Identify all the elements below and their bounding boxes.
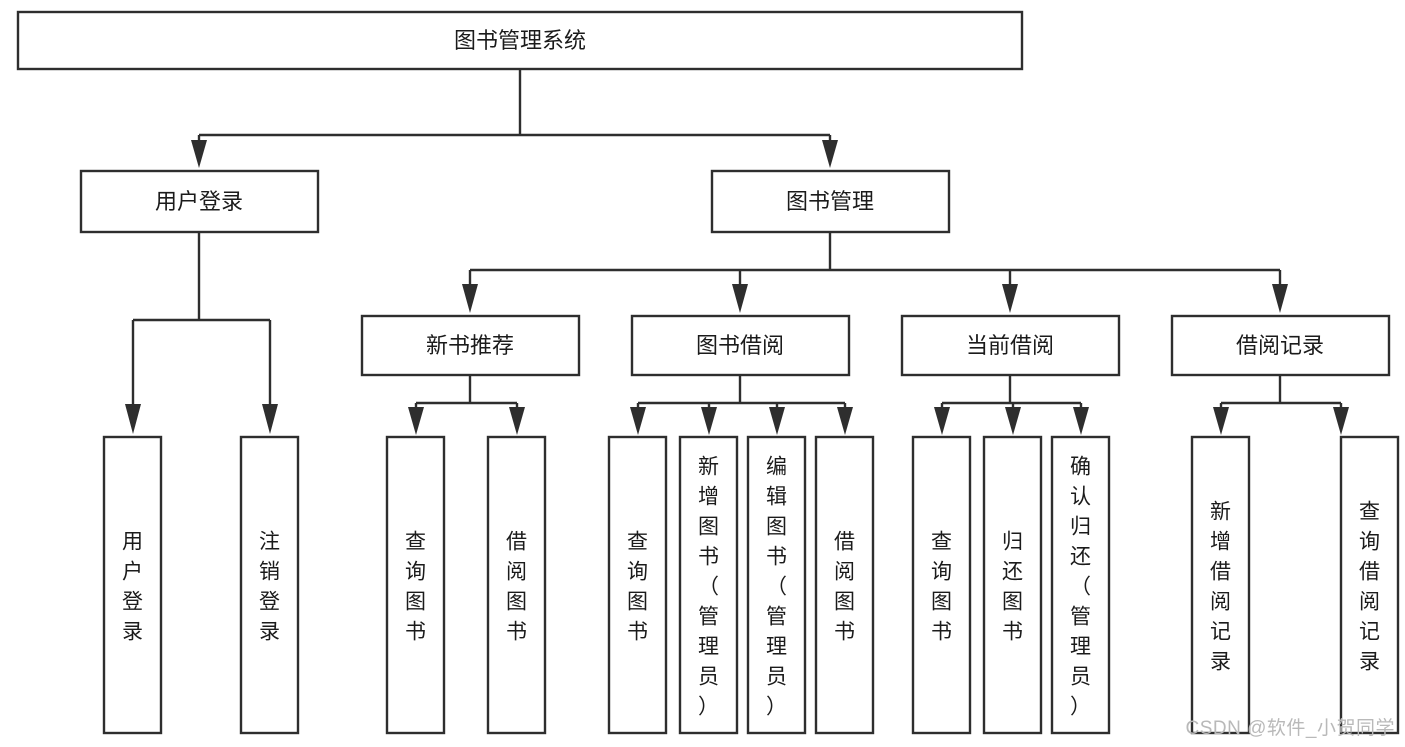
connector-group-root [191,69,838,168]
node-leaf-add-book-label: 新增图书（管理员） [698,455,719,718]
arrow-head-leaf-query-book-borrow [630,407,646,435]
arrow-head-leaf-confirm-return [1073,407,1089,435]
node-leaf-add-book-box[interactable] [678,435,739,735]
node-leaf-query-borrow-record-box[interactable] [1339,435,1400,735]
node-leaf-query-book-current[interactable]: 查询图书 [911,435,972,735]
node-borrow-record-box[interactable] [1170,314,1391,377]
node-leaf-borrow-book-recommend-box[interactable] [486,435,547,735]
arrow-head-user-login [191,140,207,168]
node-current-borrow[interactable]: 当前借阅 [900,314,1121,377]
arrow-head-leaf-return-book [1005,407,1021,435]
arrow-head-leaf-borrow-book [837,407,853,435]
connector-group-book-management [462,232,1288,313]
node-user-login[interactable]: 用户登录 [79,169,320,234]
connector-group-user-login [125,232,278,434]
node-leaf-query-borrow-record[interactable]: 查询借阅记录 [1339,435,1400,735]
arrow-head-leaf-add-book [701,407,717,435]
node-leaf-query-book-borrow[interactable]: 查询图书 [607,435,668,735]
arrow-head-leaf-add-borrow-record [1213,407,1229,435]
node-current-borrow-box[interactable] [900,314,1121,377]
node-new-book-recommend[interactable]: 新书推荐 [360,314,581,377]
node-borrow-record-label: 借阅记录 [1236,333,1324,358]
node-leaf-query-borrow-record-label: 查询借阅记录 [1359,500,1380,673]
node-leaf-query-book-current-label: 查询图书 [931,530,952,643]
node-new-book-recommend-label: 新书推荐 [426,333,514,358]
node-leaf-confirm-return-label: 确认归还（管理员） [1070,455,1091,718]
node-leaf-query-book-recommend[interactable]: 查询图书 [385,435,446,735]
arrow-head-leaf-edit-book [769,407,785,435]
node-leaf-query-book-borrow-label: 查询图书 [627,530,648,643]
node-leaf-confirm-return-box[interactable] [1050,435,1111,735]
node-root[interactable]: 图书管理系统 [16,10,1024,71]
connector-group-book-borrow [630,375,853,435]
node-leaf-add-book[interactable]: 新增图书（管理员） [678,435,739,735]
node-borrow-record[interactable]: 借阅记录 [1170,314,1391,377]
csdn-watermark: CSDN @软件_小贺同学 [1185,718,1395,739]
node-leaf-borrow-book-recommend-label: 借阅图书 [506,530,527,643]
node-book-borrow[interactable]: 图书借阅 [630,314,851,377]
connector-group-borrow-record [1213,375,1349,435]
leaf-node-group: 用户登录 注销登录 查询图书 借阅图书 查询图书 新增图书（管理员） [102,435,1400,735]
node-user-login-box[interactable] [79,169,320,234]
node-leaf-query-book-recommend-label: 查询图书 [405,530,426,643]
node-leaf-user-login-label: 用户登录 [122,530,143,643]
arrow-head-borrow-record [1272,284,1288,313]
node-book-management-label: 图书管理 [786,189,874,214]
node-leaf-borrow-book-recommend[interactable]: 借阅图书 [486,435,547,735]
node-new-book-recommend-box[interactable] [360,314,581,377]
node-leaf-borrow-book-box[interactable] [814,435,875,735]
node-leaf-logout[interactable]: 注销登录 [239,435,300,735]
node-leaf-query-book-current-box[interactable] [911,435,972,735]
node-leaf-edit-book[interactable]: 编辑图书（管理员） [746,435,807,735]
node-leaf-add-borrow-record-label: 新增借阅记录 [1210,500,1231,673]
arrow-head-leaf-borrow-book-recommend [509,407,525,435]
arrow-head-current-borrow [1002,284,1018,313]
node-leaf-confirm-return[interactable]: 确认归还（管理员） [1050,435,1111,735]
node-leaf-add-borrow-record[interactable]: 新增借阅记录 [1190,435,1251,735]
node-leaf-borrow-book-label: 借阅图书 [834,530,855,643]
node-leaf-user-login-box[interactable] [102,435,163,735]
node-user-login-label: 用户登录 [155,189,243,214]
node-leaf-user-login[interactable]: 用户登录 [102,435,163,735]
node-book-borrow-box[interactable] [630,314,851,377]
node-leaf-add-borrow-record-box[interactable] [1190,435,1251,735]
connector-group-new-book-recommend [408,375,525,435]
arrow-head-book-management [822,140,838,168]
node-leaf-return-book[interactable]: 归还图书 [982,435,1043,735]
node-book-management-box[interactable] [710,169,951,234]
arrow-head-new-book-recommend [462,284,478,313]
arrow-head-leaf-logout [262,404,278,434]
node-book-management[interactable]: 图书管理 [710,169,951,234]
node-leaf-edit-book-label: 编辑图书（管理员） [766,455,787,718]
node-leaf-query-book-borrow-box[interactable] [607,435,668,735]
node-leaf-borrow-book[interactable]: 借阅图书 [814,435,875,735]
arrow-head-book-borrow [732,284,748,313]
node-leaf-return-book-label: 归还图书 [1002,530,1023,643]
node-leaf-return-book-box[interactable] [982,435,1043,735]
arrow-head-leaf-query-borrow-record [1333,407,1349,435]
node-leaf-logout-box[interactable] [239,435,300,735]
arrow-head-leaf-query-book-current [934,407,950,435]
node-root-box[interactable] [16,10,1024,71]
node-leaf-query-book-recommend-box[interactable] [385,435,446,735]
node-book-borrow-label: 图书借阅 [696,333,784,358]
node-leaf-edit-book-box[interactable] [746,435,807,735]
arrow-head-leaf-query-book-recommend [408,407,424,435]
connector-group-current-borrow [934,375,1089,435]
node-current-borrow-label: 当前借阅 [966,333,1054,358]
node-leaf-logout-label: 注销登录 [259,530,280,643]
node-root-label: 图书管理系统 [454,28,586,53]
arrow-head-leaf-user-login [125,404,141,434]
